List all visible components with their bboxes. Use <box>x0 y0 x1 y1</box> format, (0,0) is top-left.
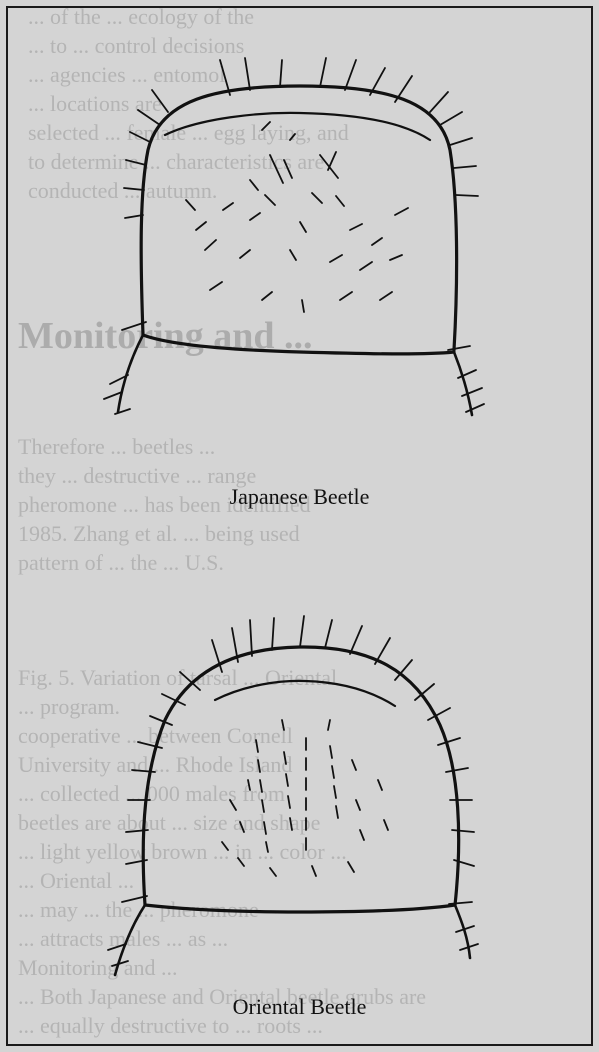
japanese-beetle-drawing <box>104 58 484 415</box>
figure-caption-oriental-beetle: Oriental Beetle <box>0 994 599 1020</box>
figure-caption-japanese-beetle: Japanese Beetle <box>0 484 599 510</box>
oriental-beetle-drawing <box>108 616 478 975</box>
